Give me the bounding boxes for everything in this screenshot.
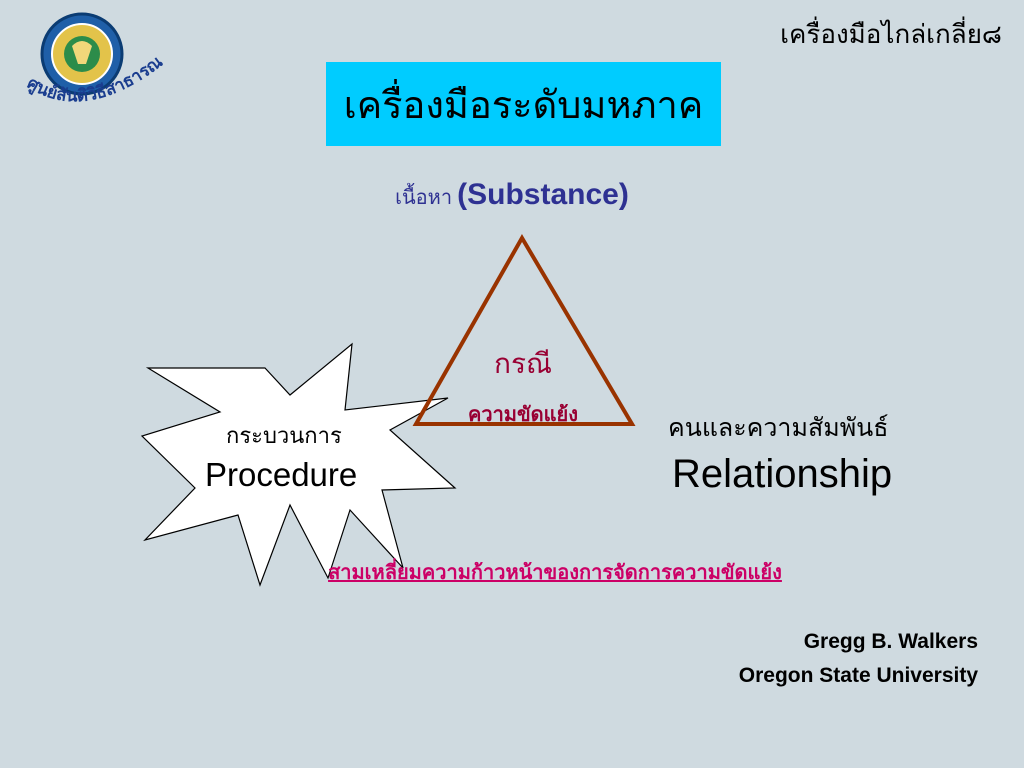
substance-heading: เนื้อหา (Substance) xyxy=(0,178,1024,213)
triangle-label-case: กรณี xyxy=(494,347,552,380)
author-institution: Oregon State University xyxy=(738,664,978,687)
procedure-english: Procedure xyxy=(205,456,358,493)
slide-corner-title: เครื่องมือไกล่เกลี่ย๘ xyxy=(780,20,1002,50)
ministry-logo: ศูนย์สันติวิธีสาธารณสุข xyxy=(6,6,167,107)
triangle-label-conflict: ความขัดแย้ง xyxy=(467,402,579,426)
substance-english: (Substance) xyxy=(457,178,629,211)
procedure-thai: กระบวนการ xyxy=(226,424,342,449)
relationship-english: Relationship xyxy=(672,452,893,496)
main-title: เครื่องมือระดับมหภาค xyxy=(326,62,721,146)
author-name: Gregg B. Walkers xyxy=(803,630,978,653)
procedure-starburst xyxy=(140,342,457,587)
substance-thai: เนื้อหา xyxy=(395,185,453,209)
substance-triangle xyxy=(412,234,636,426)
triangle-caption: สามเหลี่ยมความก้าวหน้าของการจัดการความขั… xyxy=(328,560,782,584)
relationship-thai: คนและความสัมพันธ์ xyxy=(668,413,889,442)
